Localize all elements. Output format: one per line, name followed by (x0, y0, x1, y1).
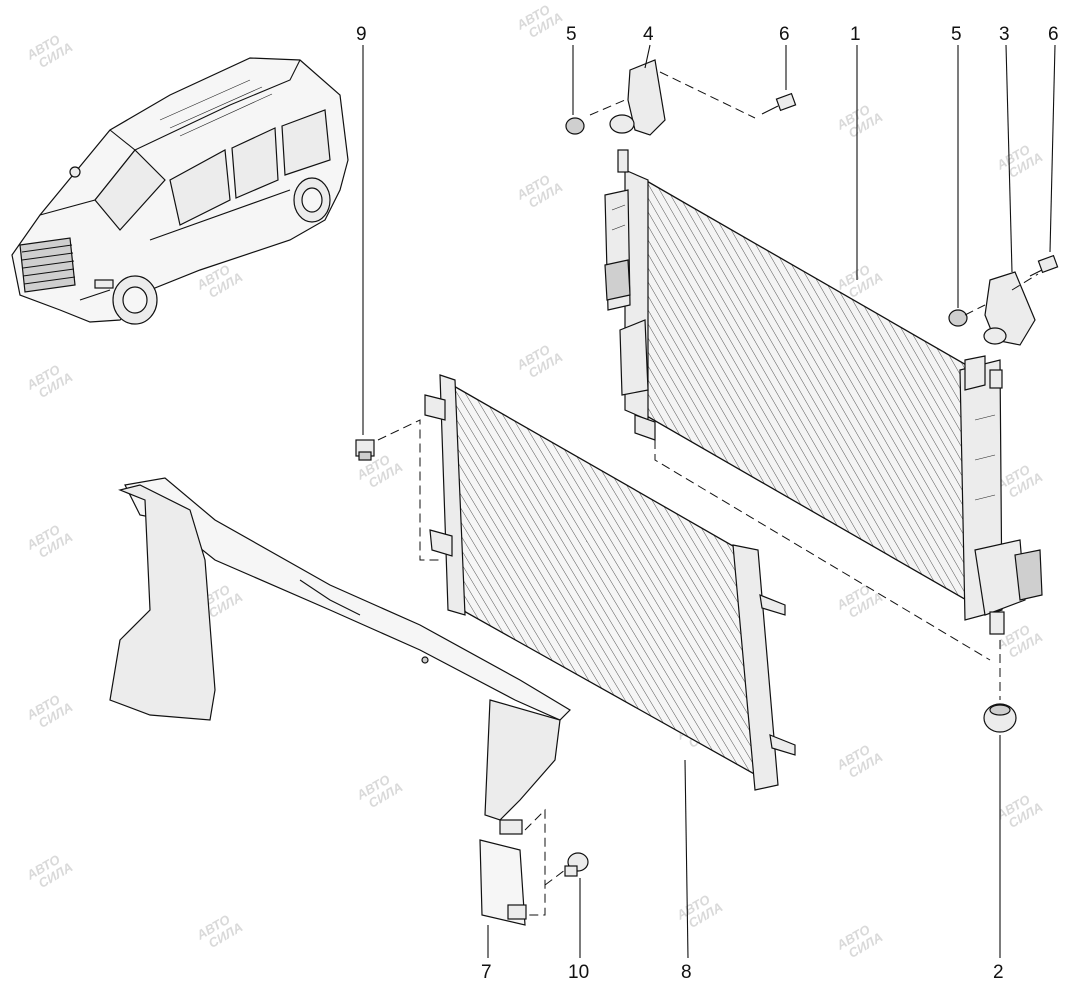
mount-2 (983, 703, 1017, 733)
radiator (604, 149, 1043, 635)
callout-8: 8 (681, 962, 692, 983)
callout-10: 10 (568, 962, 589, 983)
callout-7: 7 (481, 962, 492, 983)
condenser (424, 374, 796, 791)
callouts: 9 5 4 6 1 5 3 6 7 10 8 2 (356, 24, 1059, 983)
bolt-6-right (1029, 254, 1059, 277)
callout-3: 3 (999, 24, 1010, 45)
assembly-lines (377, 71, 1039, 916)
callout-1: 1 (850, 24, 861, 45)
bushing-5-left (565, 117, 585, 135)
callout-4: 4 (643, 24, 654, 45)
bolt-10 (564, 852, 589, 877)
callout-6-left: 6 (779, 24, 790, 45)
callout-5-right: 5 (951, 24, 962, 45)
bracket-4 (609, 59, 666, 136)
callout-2: 2 (993, 962, 1004, 983)
callout-5-left: 5 (566, 24, 577, 45)
bracket-3 (983, 271, 1036, 346)
callout-6-right: 6 (1048, 24, 1059, 45)
callout-9: 9 (356, 24, 367, 45)
bolt-9 (355, 439, 375, 461)
air-deflector (109, 477, 571, 926)
car-illustration (11, 57, 349, 325)
bolt-6-left (761, 92, 797, 115)
leader-lines (362, 44, 1056, 959)
bushing-5-right (948, 309, 968, 327)
